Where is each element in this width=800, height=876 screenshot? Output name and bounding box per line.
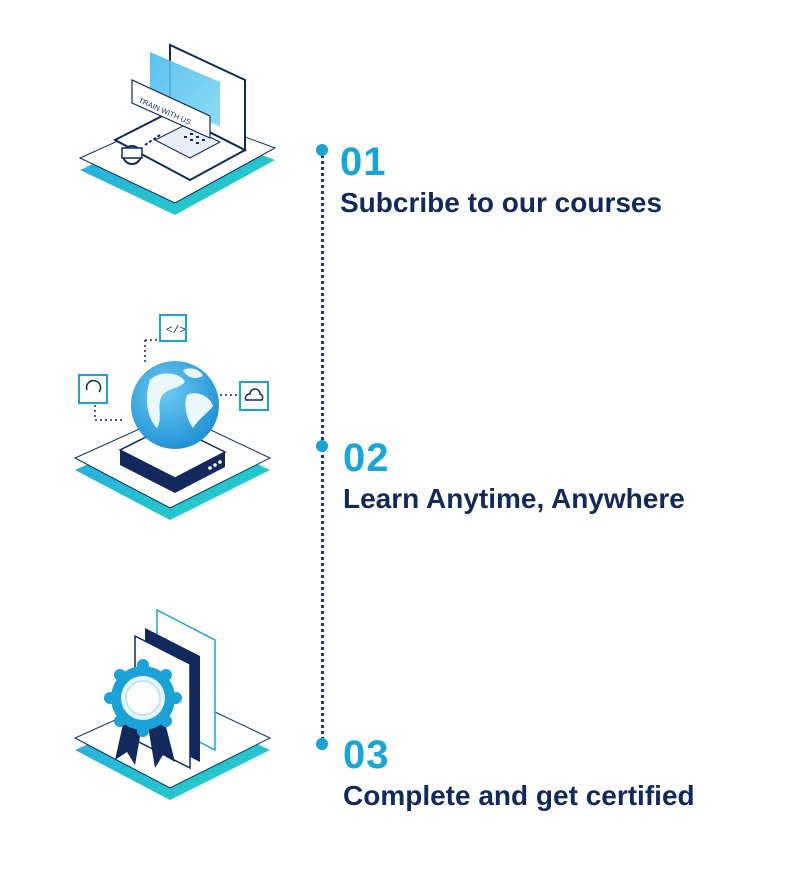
- timeline-dot: [316, 144, 328, 156]
- step-title: Subcribe to our courses: [340, 187, 663, 218]
- step-title: Complete and get certified: [343, 780, 695, 811]
- timeline-dot: [316, 440, 328, 452]
- step-number: 02: [343, 436, 390, 480]
- step-2: 02 Learn Anytime, Anywhere: [343, 436, 685, 516]
- timeline-dot: [316, 738, 328, 750]
- laptop-icon: TRAIN WITH US: [78, 43, 277, 215]
- svg-text:</>: </>: [166, 325, 186, 337]
- step-title: Learn Anytime, Anywhere: [343, 483, 685, 514]
- globe-icon: </>: [73, 314, 272, 520]
- step-3: 03 Complete and get certified: [343, 733, 695, 813]
- step-number: 03: [343, 733, 390, 777]
- certificate-icon: [73, 608, 272, 800]
- step-number: 01: [340, 140, 387, 184]
- step-1: 01 Subcribe to our courses: [340, 140, 662, 220]
